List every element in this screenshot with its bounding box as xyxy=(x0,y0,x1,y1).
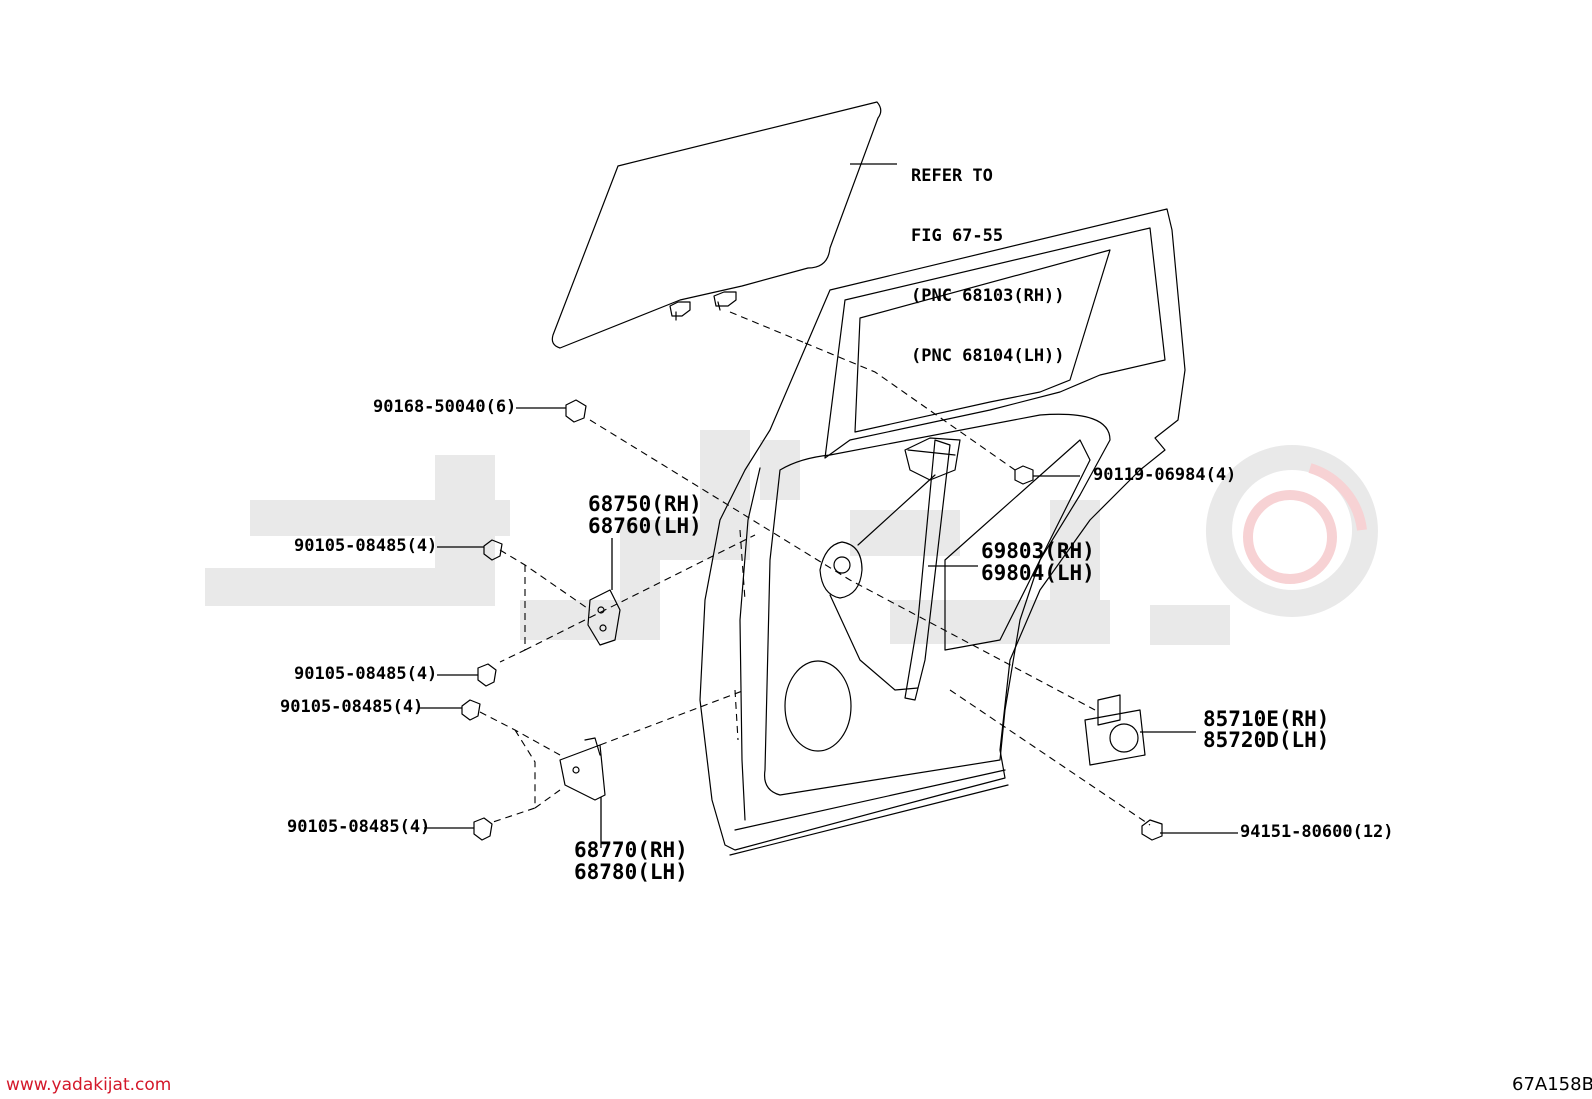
bolt-upper-1-head xyxy=(483,539,503,561)
label-90119-06984[interactable]: 90119-06984(4) xyxy=(1093,465,1237,485)
dash-upper-hinge xyxy=(499,534,756,663)
refer-note-line4: (PNC 68104(LH)) xyxy=(911,346,1065,366)
label-85710e-rh[interactable]: 85710E(RH) xyxy=(1203,707,1330,731)
door-front-edge xyxy=(739,467,761,821)
label-90168-50040[interactable]: 90168-50040(6) xyxy=(373,397,517,417)
refer-note-line1: REFER TO xyxy=(911,166,993,186)
label-90105-08485-lower-1[interactable]: 90105-08485(4) xyxy=(280,697,424,717)
door-outer-frame xyxy=(699,208,1186,851)
label-90105-08485-upper-2[interactable]: 90105-08485(4) xyxy=(294,664,438,684)
bolt-90168-head xyxy=(565,399,587,423)
speaker-hole xyxy=(784,660,852,752)
regulator-motor xyxy=(1084,694,1146,766)
dash-bolt-to-regulator xyxy=(589,419,1096,711)
figure-id: 67A158B xyxy=(1512,1074,1592,1095)
label-68750-rh[interactable]: 68750(RH) xyxy=(588,492,702,516)
regulator-top-bracket xyxy=(904,437,961,481)
label-90105-08485-upper-1[interactable]: 90105-08485(4) xyxy=(294,536,438,556)
label-68770-rh[interactable]: 68770(RH) xyxy=(574,838,688,862)
door-bottom-edge xyxy=(729,769,1009,856)
label-69804-lh[interactable]: 69804(LH) xyxy=(981,561,1095,585)
door-window-inner xyxy=(854,249,1111,433)
bolt-lower-2-head xyxy=(473,817,493,841)
lower-hinge xyxy=(559,737,606,801)
label-85720d-lh[interactable]: 85720D(LH) xyxy=(1203,728,1330,752)
label-68760-lh[interactable]: 68760(LH) xyxy=(588,514,702,538)
website-link[interactable]: www.yadakijat.com xyxy=(6,1075,172,1095)
door-window-frame xyxy=(824,227,1166,459)
refer-note: REFER TO FIG 67-55 (PNC 68103(RH)) (PNC … xyxy=(911,126,1065,406)
label-68780-lh[interactable]: 68780(LH) xyxy=(574,860,688,884)
glass-clip-1 xyxy=(669,301,691,321)
door-service-hole xyxy=(944,439,1091,651)
watermark-accent xyxy=(1243,463,1367,584)
label-94151-80600[interactable]: 94151-80600(12) xyxy=(1240,822,1394,842)
regulator-rail xyxy=(904,439,951,701)
bolt-upper-2-head xyxy=(477,663,497,687)
regulator-cable xyxy=(829,449,956,691)
door-inner-panel xyxy=(763,413,1111,796)
dash-door-holes xyxy=(734,529,746,741)
nut-94151-head xyxy=(1141,819,1163,841)
refer-note-line2: FIG 67-55 xyxy=(911,226,1004,246)
label-69803-rh[interactable]: 69803(RH) xyxy=(981,539,1095,563)
refer-note-line3: (PNC 68103(RH)) xyxy=(911,286,1065,306)
regulator-drum xyxy=(819,541,863,599)
dash-glass-to-door xyxy=(729,311,1016,471)
glass-clip-2 xyxy=(713,291,737,311)
dash-lower-hinge xyxy=(479,689,746,824)
bolt-lower-1-head xyxy=(461,699,481,721)
watermark-logo xyxy=(205,430,1378,645)
dash-nut xyxy=(949,689,1151,826)
bolt-90119-head xyxy=(1014,465,1034,485)
window-glass xyxy=(551,101,882,349)
label-90105-08485-lower-2[interactable]: 90105-08485(4) xyxy=(287,817,431,837)
